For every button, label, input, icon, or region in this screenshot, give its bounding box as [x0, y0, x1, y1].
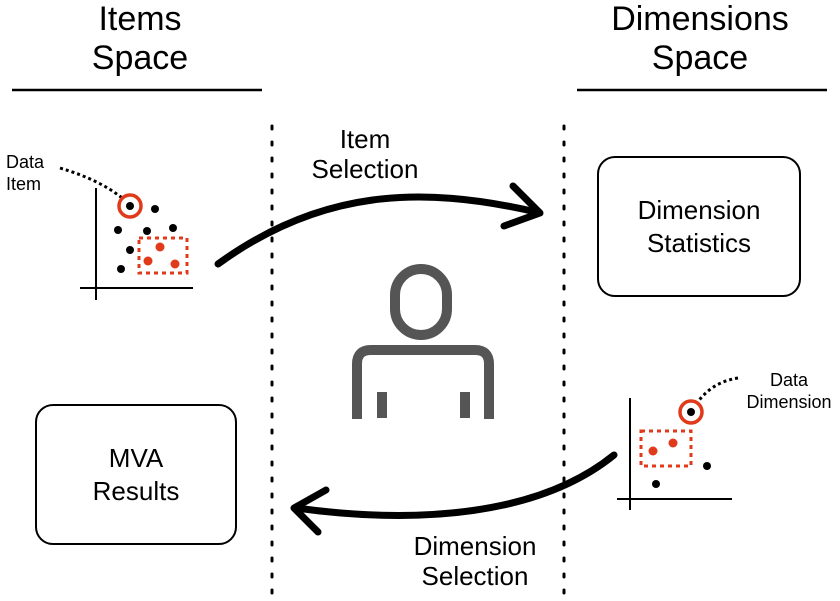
user-icon — [352, 264, 494, 419]
selected-point — [170, 259, 180, 269]
dimension-statistics-box: Dimension Statistics — [597, 156, 801, 297]
selected-point — [668, 438, 678, 448]
dimensions-space-heading: Dimensions Space — [590, 0, 810, 78]
data-dimension-label: Data Dimension — [742, 370, 836, 414]
data-item-line2: Item — [6, 173, 42, 194]
user-icon-body — [352, 345, 494, 419]
data-dimension-point — [687, 408, 695, 416]
data-point — [151, 205, 159, 213]
selected-point — [648, 446, 658, 456]
selected-point — [143, 256, 153, 266]
dimension-selection-arrowhead — [290, 486, 330, 536]
mva-results-text: MVA Results — [93, 442, 180, 507]
data-point — [703, 462, 711, 470]
item-selection-arrow — [214, 193, 540, 268]
selection-box — [137, 236, 189, 275]
dimension-selection-arrow — [292, 451, 618, 519]
dimension-selection-line2: Selection — [421, 560, 529, 591]
dimension-statistics-line1: Dimension — [637, 195, 761, 225]
dimension-selection-label: Dimension Selection — [395, 531, 555, 591]
item-selection-label: Item Selection — [295, 124, 435, 184]
dimension-statistics-line2: Statistics — [646, 227, 751, 258]
data-point — [143, 227, 151, 235]
data-point — [169, 224, 177, 232]
data-dimension-highlight-ring — [678, 399, 704, 425]
mva-results-line1: MVA — [108, 443, 164, 473]
data-point — [117, 265, 125, 273]
data-item-pointer — [59, 166, 123, 200]
mva-results-box: MVA Results — [35, 404, 237, 545]
dimension-selection-line1: Dimension — [413, 531, 537, 561]
user-icon-left-arm — [377, 392, 387, 418]
dimension-statistics-text: Dimension Statistics — [638, 194, 761, 259]
items-scatter-plot — [59, 166, 193, 300]
data-item-highlight-ring — [117, 193, 143, 219]
data-dimension-line1: Data — [769, 370, 809, 390]
data-item-line1: Data — [6, 152, 45, 172]
data-dimension-line2: Dimension — [746, 391, 832, 412]
selection-box — [639, 429, 693, 468]
user-icon-right-arm — [460, 392, 470, 418]
items-space-title-line2: Space — [91, 38, 189, 77]
data-point — [126, 246, 134, 254]
data-item-point — [126, 202, 134, 210]
selected-point — [155, 242, 165, 252]
data-point — [114, 226, 122, 234]
data-point — [652, 480, 660, 488]
item-selection-line1: Item — [339, 124, 391, 154]
user-icon-head — [390, 264, 452, 340]
item-selection-line2: Selection — [311, 153, 419, 184]
data-item-label: Data Item — [6, 152, 52, 196]
dimensions-space-title-line2: Space — [651, 38, 749, 77]
dimensions-space-title-line1: Dimensions — [611, 0, 789, 38]
items-space-title-line1: Items — [98, 0, 182, 38]
items-space-heading: Items Space — [60, 0, 220, 78]
item-selection-arrowhead — [500, 182, 544, 230]
mva-results-line2: Results — [92, 475, 180, 506]
data-dimension-pointer — [695, 376, 739, 404]
dimensions-scatter-plot — [617, 376, 739, 510]
